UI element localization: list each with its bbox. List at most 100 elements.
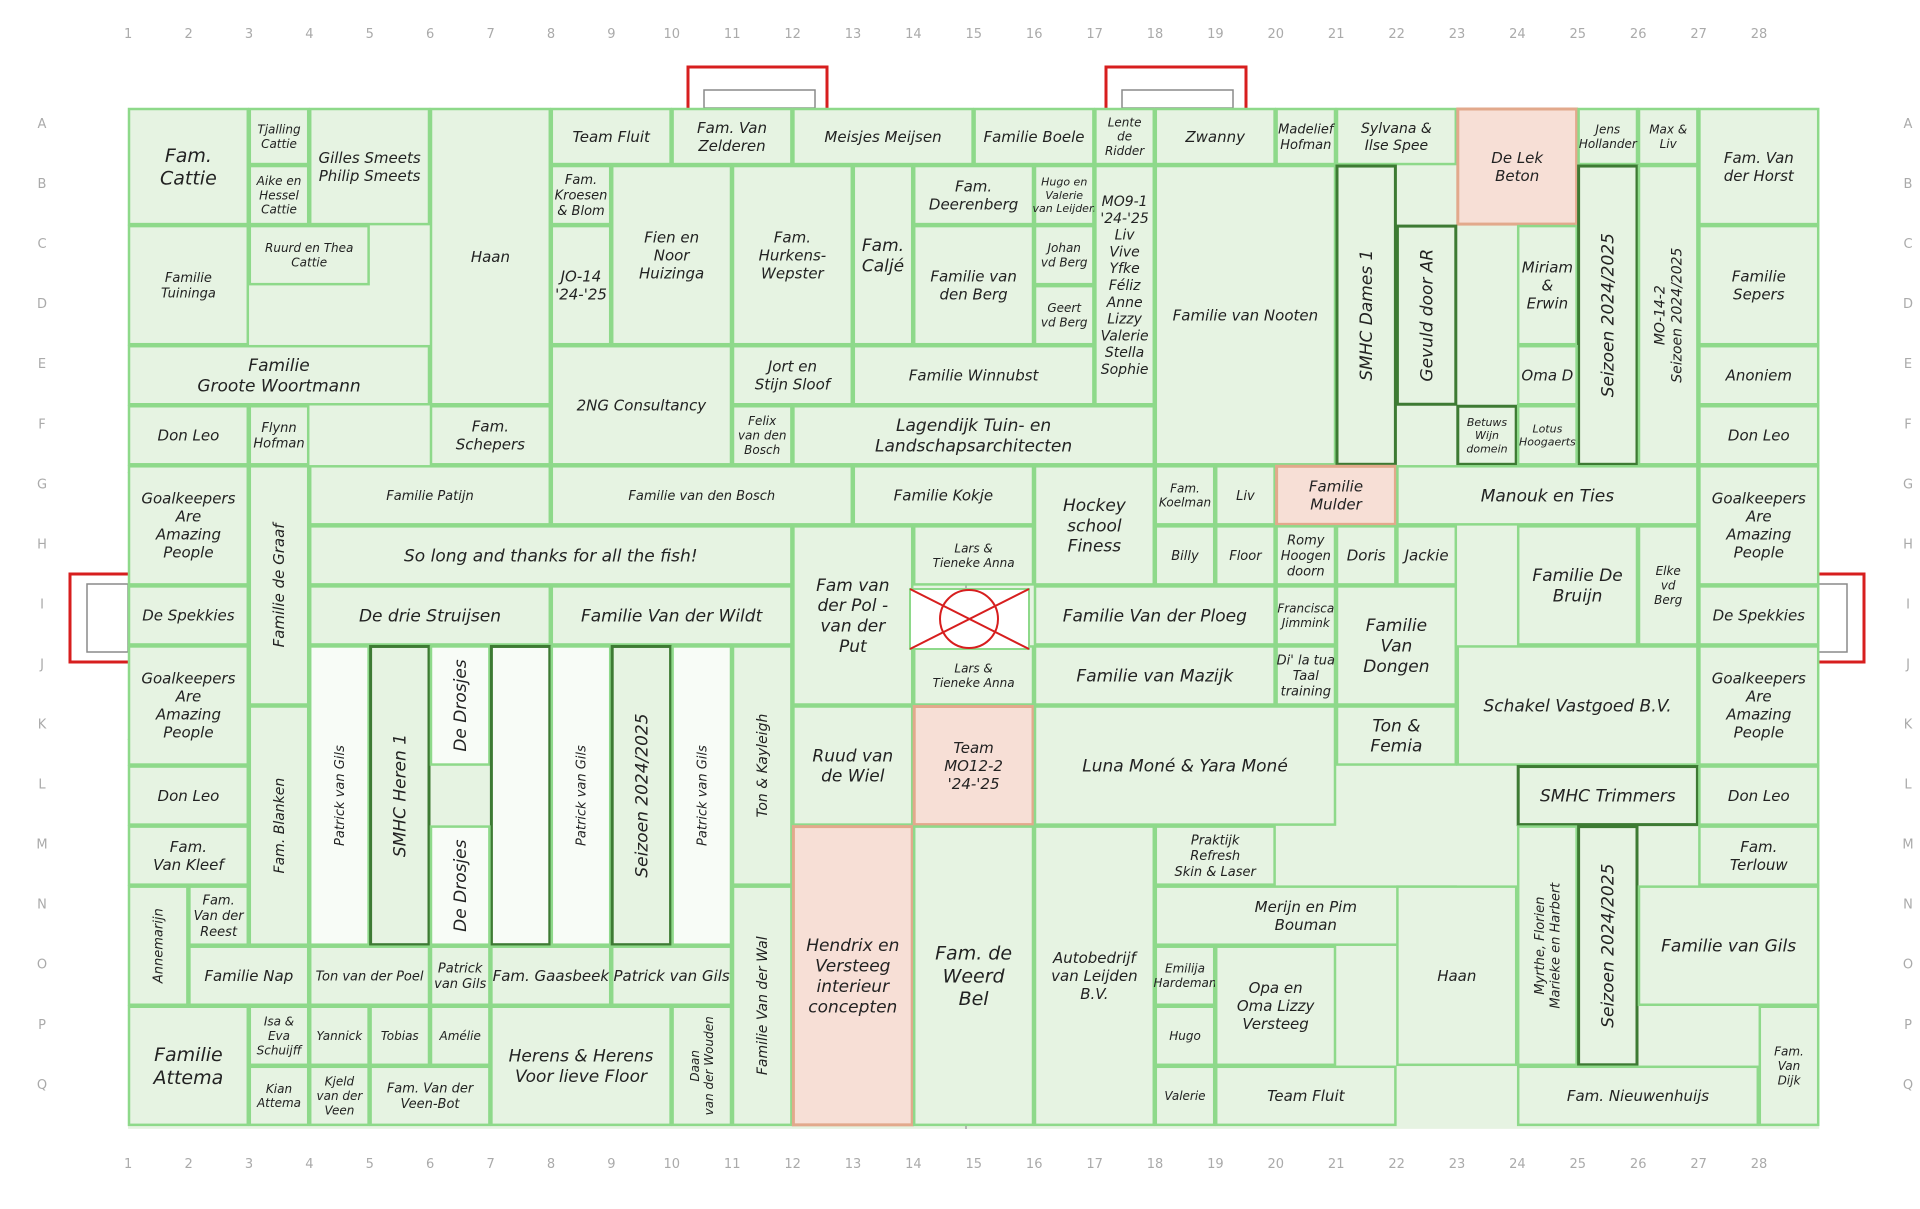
plot-familie-van-den-bosch[interactable]: Familie van den Bosch — [550, 465, 854, 526]
plot-valerie[interactable]: Valerie — [1154, 1065, 1216, 1127]
plot-hugo[interactable]: Hugo — [1154, 1005, 1216, 1067]
plot-jo-14[interactable]: JO-14'24-'25 — [550, 224, 612, 346]
plot-haan-bottom[interactable]: Haan — [1396, 885, 1518, 1067]
plot-2ng-consultancy[interactable]: 2NG Consultancy — [550, 344, 733, 466]
plot-smhc-heren-1[interactable]: SMHC Heren 1 — [369, 644, 431, 947]
plot-fam-calje[interactable]: Fam.Caljé — [852, 164, 914, 346]
plot-doris[interactable]: Doris — [1335, 525, 1397, 586]
plot-haan-top[interactable]: Haan — [429, 107, 552, 406]
plot-fam-koelman[interactable]: Fam.Koelman — [1154, 465, 1216, 526]
plot-schakel-vastgoed[interactable]: Schakel Vastgoed B.V. — [1456, 645, 1699, 766]
plot-oma-d[interactable]: Oma D — [1516, 344, 1578, 406]
plot-de-drosjes-top[interactable]: De Drosjes — [429, 645, 491, 766]
plot-familie-kokje[interactable]: Familie Kokje — [852, 465, 1035, 526]
plot-strong-col-7[interactable] — [489, 644, 552, 947]
plot-fam-hurkens[interactable]: Fam.Hurkens-Wepster — [731, 164, 854, 346]
plot-jackie[interactable]: Jackie — [1396, 525, 1458, 586]
plot-fam-van-kleef[interactable]: Fam.Van Kleef — [127, 825, 250, 886]
plot-team-fluit-bottom[interactable]: Team Fluit — [1214, 1065, 1397, 1127]
plot-fam-terlouw[interactable]: Fam.Terlouw — [1698, 825, 1820, 886]
plot-smhc-trimmers[interactable]: SMHC Trimmers — [1516, 765, 1699, 827]
plot-manouk-ties[interactable]: Manouk en Ties — [1396, 465, 1699, 526]
plot-fam-deerenberg[interactable]: Fam.Deerenberg — [912, 164, 1035, 226]
plot-annemarijn[interactable]: Annemarijn — [127, 885, 189, 1006]
plot-yannick[interactable]: Yannick — [308, 1005, 370, 1067]
plot-familie-winnubst[interactable]: Familie Winnubst — [852, 344, 1095, 406]
plot-floor[interactable]: Floor — [1214, 525, 1276, 586]
plot-patrick-van-gils-2[interactable]: Patrick van Gils — [550, 645, 612, 946]
plot-ton-van-der-poel[interactable]: Ton van der Poel — [308, 945, 431, 1006]
plot-don-leo-l28[interactable]: Don Leo — [1698, 765, 1820, 826]
plot-so-long[interactable]: So long and thanks for all the fish! — [308, 525, 793, 586]
plot-fam-kroesen-blom[interactable]: Fam.Kroesen& Blom — [550, 164, 612, 226]
plot-familie-van-der-ploeg[interactable]: Familie Van der Ploeg — [1033, 585, 1276, 646]
plot-gevuld-door-ar[interactable]: Gevuld door AR — [1395, 224, 1458, 406]
plot-lars-tieneke-1[interactable]: Lars &Tieneke Anna — [912, 525, 1035, 586]
plot-patrick-van-gils-3[interactable]: Patrick van Gils — [671, 645, 733, 946]
plot-patrick-van-gils-o9[interactable]: Patrick van Gils — [610, 945, 733, 1006]
plot-amelie[interactable]: Amélie — [429, 1005, 491, 1067]
plot-seizoen-2024-top[interactable]: Seizoen 2024/2025 — [1577, 164, 1639, 466]
plot-luna-yara[interactable]: Luna Moné & Yara Moné — [1033, 705, 1337, 826]
plot-familie-patijn[interactable]: Familie Patijn — [308, 465, 552, 526]
plot-familie-van-gils[interactable]: Familie van Gils — [1637, 885, 1820, 1006]
plot-familie-van-nooten[interactable]: Familie van Nooten — [1154, 164, 1337, 466]
plot-tobias[interactable]: Tobias — [369, 1005, 431, 1067]
plot-familie-boele[interactable]: Familie Boele — [973, 107, 1095, 166]
plot-familie-van-mazijk[interactable]: Familie van Mazijk — [1033, 645, 1276, 706]
plot-fam-schepers[interactable]: Fam.Schepers — [429, 404, 552, 466]
plot-patrick-van-gils-1[interactable]: Patrick van Gils — [308, 645, 370, 946]
plot-daan-van-der-wouden[interactable]: Daanvan der Wouden — [671, 1005, 733, 1127]
plot-lars-tieneke-2[interactable]: Lars &Tieneke Anna — [912, 645, 1035, 706]
plot-zwanny[interactable]: Zwanny — [1154, 107, 1276, 166]
plot-fam-cattie[interactable]: Fam.Cattie — [127, 107, 250, 226]
plot-meisjes-meijsen[interactable]: Meisjes Meijsen — [792, 107, 974, 166]
plot-smhc-dames-1[interactable]: SMHC Dames 1 — [1335, 164, 1397, 466]
plot-familie-de-graaf[interactable]: Familie de Graaf — [248, 465, 310, 706]
plot-ton-femia[interactable]: Ton &Femia — [1335, 705, 1458, 766]
plot-team-fluit-top[interactable]: Team Fluit — [550, 107, 672, 166]
plot-de-drie-struijsen[interactable]: De drie Struijsen — [308, 585, 552, 646]
plot-familie-van-der-wal[interactable]: Familie Van der Wal — [731, 885, 793, 1127]
plot-de-spekkies-right[interactable]: De Spekkies — [1698, 585, 1820, 646]
plot-sylvana-ilse[interactable]: Sylvana &Ilse Spee — [1335, 107, 1458, 166]
plot-billy[interactable]: Billy — [1154, 525, 1216, 586]
